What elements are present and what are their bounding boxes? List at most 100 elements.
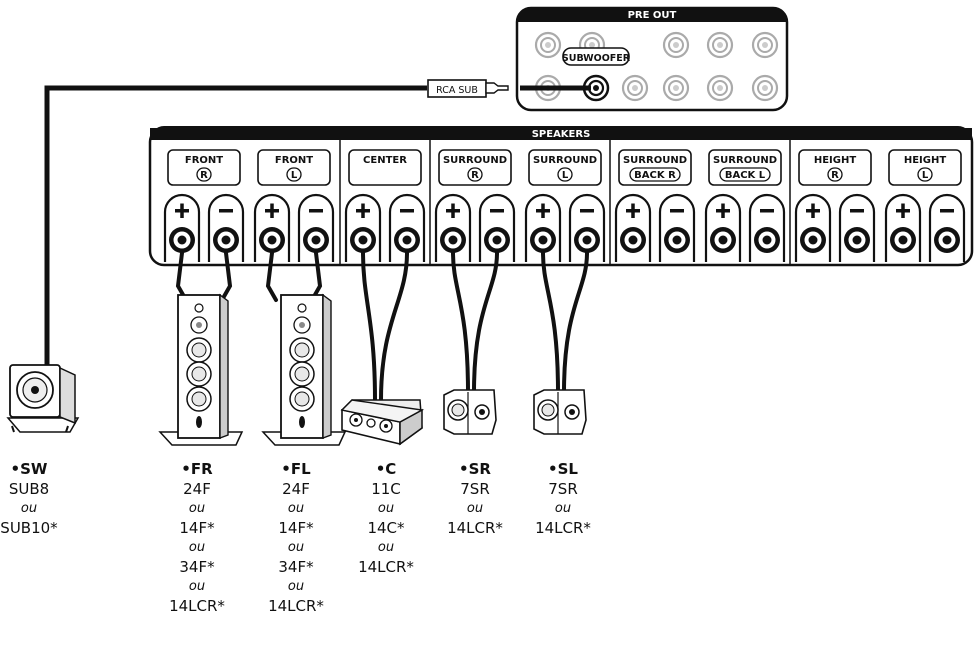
negative-terminal-icon [207, 193, 245, 262]
speaker-model: 14F* [278, 518, 314, 537]
speaker-channel: SURROUND L [524, 149, 606, 262]
speakers-title: SPEAKERS [532, 129, 591, 140]
or-separator: ou [377, 501, 395, 516]
or-separator: ou [287, 501, 305, 516]
speaker-model: 14LCR* [447, 518, 503, 537]
channel-name: SURROUND [713, 155, 777, 166]
front-left-speaker-icon [261, 293, 347, 446]
rca-sub-cable: RCA SUB [44, 79, 591, 365]
pre-out-title: PRE OUT [628, 10, 677, 21]
positive-terminal-icon [614, 193, 652, 262]
or-separator: ou [466, 501, 484, 516]
or-separator: ou [188, 540, 206, 555]
or-separator: ou [188, 579, 206, 594]
speaker-code: •SW [10, 460, 48, 478]
channel-name: FRONT [275, 155, 313, 166]
positive-terminal-icon [524, 193, 562, 262]
or-separator: ou [287, 579, 305, 594]
speaker-model: SUB10* [0, 518, 58, 537]
speaker-code: •C [375, 460, 397, 478]
subwoofer-label: SUBWOOFER [562, 53, 631, 64]
rca-sub-label: RCA SUB [436, 85, 478, 96]
rca-jack-icon [751, 74, 779, 102]
rca-jack-icon [662, 74, 690, 102]
speaker-model: 14C* [367, 518, 405, 537]
negative-terminal-icon [478, 193, 516, 262]
speaker-model: 14F* [179, 518, 215, 537]
negative-terminal-icon [748, 193, 786, 262]
negative-terminal-icon [388, 193, 426, 262]
speaker-model: 14LCR* [169, 596, 225, 615]
channel-name: CENTER [363, 155, 407, 166]
channel-side: R [831, 170, 839, 181]
channel-name: SURROUND [623, 155, 687, 166]
speaker-channel: SURROUND R [434, 149, 516, 262]
speaker-channel: HEIGHT R [794, 149, 876, 262]
or-separator: ou [188, 501, 206, 516]
positive-terminal-icon [253, 193, 291, 262]
rca-jack-icon [534, 31, 562, 59]
speaker-code: •FL [281, 460, 311, 478]
speaker-model: 14LCR* [268, 596, 324, 615]
speaker-code: •SR [459, 460, 491, 478]
channel-side: L [922, 170, 929, 181]
rca-jack-icon [706, 31, 734, 59]
negative-terminal-icon [658, 193, 696, 262]
channel-side: BACK L [725, 170, 766, 181]
channel-side: R [200, 170, 208, 181]
subwoofer-label-box [562, 47, 630, 66]
channel-side: R [471, 170, 479, 181]
rca-jack-icon [751, 31, 779, 59]
speaker-model: 14LCR* [535, 518, 591, 537]
negative-terminal-icon [838, 193, 876, 262]
channel-name: SURROUND [533, 155, 597, 166]
speaker-model: 7SR [460, 479, 490, 498]
rca-jack-icon [621, 74, 649, 102]
negative-terminal-icon [297, 193, 335, 262]
rca-jack-icon [706, 74, 734, 102]
speaker-channel: FRONT L [253, 149, 335, 262]
surround-left-speaker-icon [533, 389, 587, 435]
speaker-model: 11C [371, 479, 401, 498]
subwoofer-jack-icon [582, 74, 610, 102]
speaker-model: 34F* [179, 557, 215, 576]
surround-right-speaker-icon [443, 389, 497, 435]
channel-name: FRONT [185, 155, 223, 166]
front-right-speaker-icon [158, 293, 244, 446]
channel-name: SURROUND [443, 155, 507, 166]
center-speaker-icon [340, 399, 425, 446]
negative-terminal-icon [928, 193, 966, 262]
negative-terminal-icon [568, 193, 606, 262]
speaker-channel: CENTER [344, 149, 426, 262]
speaker-code: •SL [548, 460, 578, 478]
speaker-channel: FRONT R [163, 149, 245, 262]
rca-jack-icon [662, 31, 690, 59]
subwoofer-icon [6, 364, 80, 433]
pre-out-jacks [534, 31, 779, 102]
speaker-model: 24F [282, 479, 310, 498]
speaker-model: 14LCR* [358, 557, 414, 576]
channel-side: L [291, 170, 298, 181]
positive-terminal-icon [434, 193, 472, 262]
or-separator: ou [554, 501, 572, 516]
speaker-model: SUB8 [8, 479, 50, 498]
channel-side: L [562, 170, 569, 181]
channel-name: HEIGHT [814, 155, 856, 166]
speaker-code: •FR [181, 460, 213, 478]
speaker-channel: SURROUND BACK L [704, 149, 786, 262]
or-separator: ou [20, 501, 38, 516]
speaker-wires [175, 251, 589, 402]
speaker-model: 24F [183, 479, 211, 498]
or-separator: ou [287, 540, 305, 555]
